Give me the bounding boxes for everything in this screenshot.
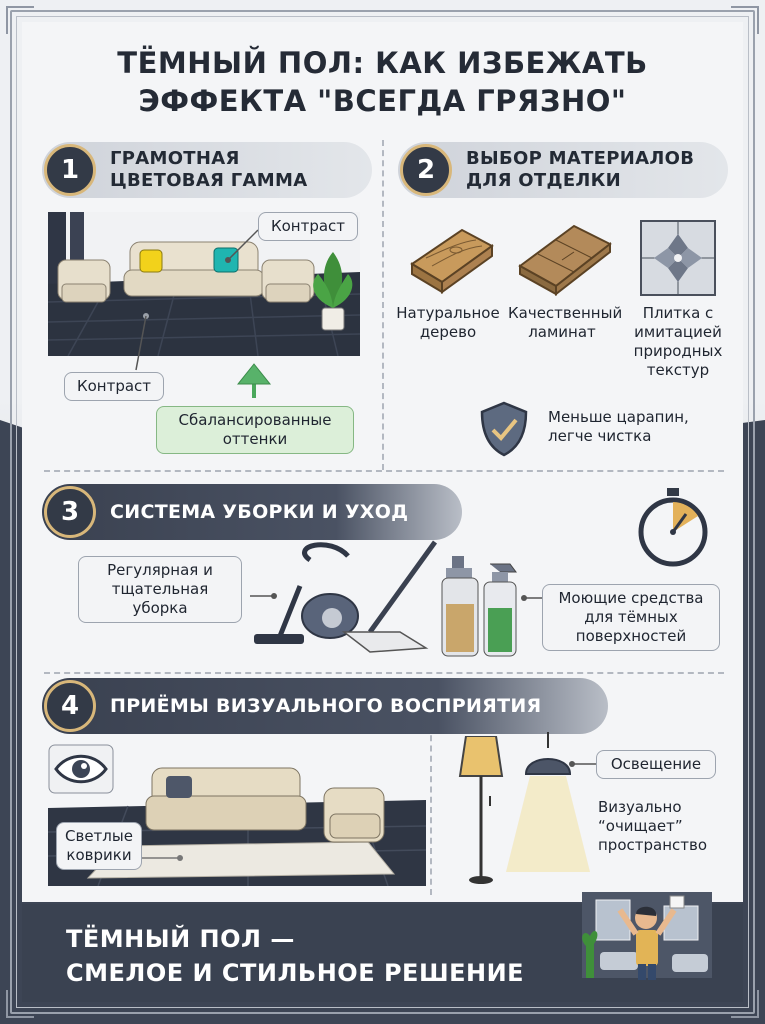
- section-1-label: ГРАМОТНАЯ ЦВЕТОВАЯ ГАММА: [110, 148, 308, 191]
- section-4-header: 4 ПРИЁМЫ ВИЗУАЛЬНОГО ВОСПРИЯТИЯ: [42, 678, 608, 734]
- section-2-number: 2: [400, 144, 452, 196]
- footer-text: ТЁМНЫЙ ПОЛ — СМЕЛОЕ И СТИЛЬНОЕ РЕШЕНИЕ: [66, 922, 524, 990]
- living-room-illustration: [48, 212, 360, 356]
- material-laminate-label: Качественный ламинат: [508, 304, 623, 341]
- page-title-line2: ЭФФЕКТА "ВСЕГДА ГРЯЗНО": [138, 84, 627, 118]
- contrast-callout-top: Контраст: [258, 212, 358, 241]
- divider-vertical-top: [382, 140, 384, 470]
- laminate-icon: [518, 224, 612, 296]
- stopwatch-icon: [638, 488, 708, 567]
- shield-check-icon: [480, 401, 528, 457]
- benefit-label: Меньше царапин, легче чистка: [548, 408, 689, 445]
- contrast-callout-bottom: Контраст: [64, 372, 164, 401]
- rug-room-illustration: [48, 762, 426, 886]
- section-1-header: 1 ГРАМОТНАЯ ЦВЕТОВАЯ ГАММА: [42, 142, 372, 198]
- section-4-label: ПРИЁМЫ ВИЗУАЛЬНОГО ВОСПРИЯТИЯ: [110, 695, 542, 717]
- section-3-number: 3: [44, 486, 96, 538]
- section-2-label: ВЫБОР МАТЕРИАЛОВ ДЛЯ ОТДЕЛКИ: [466, 148, 695, 191]
- vacuum-cleaner-icon: [250, 540, 438, 653]
- material-wood-label: Натуральное дерево: [396, 304, 500, 341]
- page-title-line1: ТЁМНЫЙ ПОЛ: КАК ИЗБЕЖАТЬ: [117, 46, 648, 80]
- balanced-tones-callout: Сбалансированные оттенки: [156, 406, 354, 454]
- footer-line1: ТЁМНЫЙ ПОЛ —: [66, 925, 295, 953]
- frame-corner-ornament: [731, 990, 759, 1018]
- divider-horizontal-1: [44, 470, 724, 472]
- visual-clean-label: Визуально “очищает” пространство: [598, 798, 708, 854]
- happy-person-illustration: [582, 892, 712, 980]
- section-3-label: СИСТЕМА УБОРКИ И УХОД: [110, 501, 409, 523]
- floor-lamp-icon: [458, 736, 504, 884]
- cleaners-callout: Моющие средства для тёмных поверхностей: [542, 584, 720, 651]
- section-1-number: 1: [44, 144, 96, 196]
- lighting-callout: Освещение: [596, 750, 716, 779]
- frame-corner-ornament: [731, 6, 759, 34]
- frame-corner-ornament: [6, 6, 34, 34]
- wood-plank-icon: [410, 228, 494, 294]
- regular-cleaning-callout: Регулярная и тщательная уборка: [78, 556, 242, 623]
- section-2-header: 2 ВЫБОР МАТЕРИАЛОВ ДЛЯ ОТДЕЛКИ: [398, 142, 728, 198]
- material-tile-label: Плитка с имитацией природных текстур: [633, 304, 723, 379]
- footer-line2: СМЕЛОЕ И СТИЛЬНОЕ РЕШЕНИЕ: [66, 959, 525, 987]
- cleaning-bottles-icon: [441, 556, 517, 657]
- divider-vertical-bottom: [430, 725, 432, 895]
- page-title: ТЁМНЫЙ ПОЛ: КАК ИЗБЕЖАТЬ ЭФФЕКТА "ВСЕГДА…: [22, 44, 743, 120]
- pendant-lamp-icon: [506, 732, 590, 872]
- frame-corner-ornament: [6, 990, 34, 1018]
- eye-icon: [48, 744, 114, 794]
- section-4-number: 4: [44, 680, 96, 732]
- section-3-header: 3 СИСТЕМА УБОРКИ И УХОД: [42, 484, 462, 540]
- light-rugs-callout: Светлые коврики: [56, 822, 142, 870]
- tile-icon: [640, 220, 716, 296]
- divider-horizontal-2: [44, 672, 724, 674]
